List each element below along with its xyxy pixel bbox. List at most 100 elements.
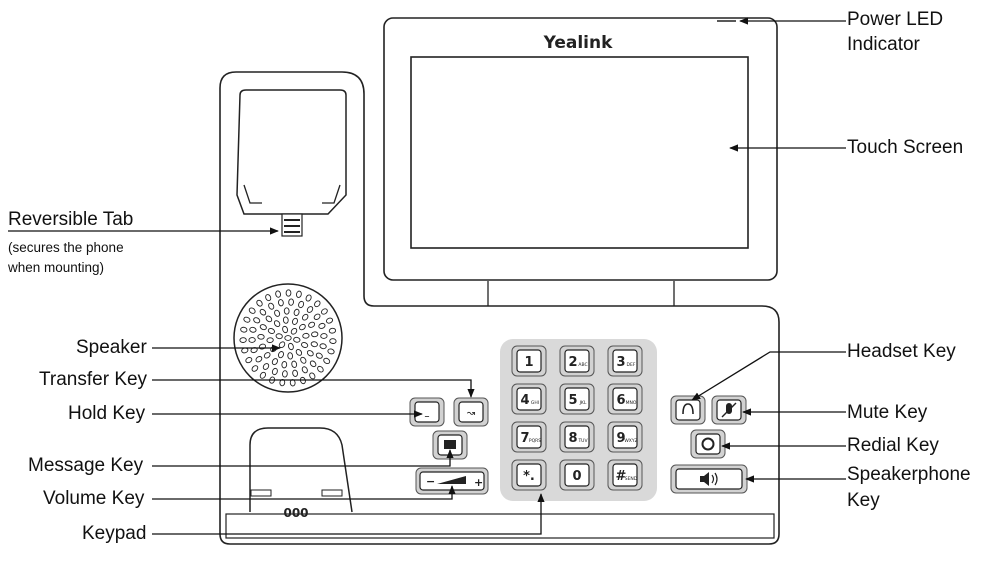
speaker-hole [328, 327, 337, 334]
speaker-hole [271, 358, 278, 366]
speaker-hole [282, 370, 288, 378]
label-speakerphone-2: Key [847, 490, 880, 511]
cradle-hook-left [243, 184, 262, 204]
keypad-key-letters: DEF [627, 362, 636, 368]
speaker-hole [257, 333, 265, 340]
speaker-hole [315, 352, 323, 359]
keypad-key-digit: 6 [616, 393, 625, 408]
speaker-hole [274, 309, 281, 317]
cradle-hook-right [322, 184, 341, 204]
keypad-key-letters: GHI [531, 400, 539, 406]
speaker-hole [281, 361, 288, 369]
label-headset-key: Headset Key [847, 341, 956, 362]
speaker-hole [293, 308, 300, 316]
speaker-hole [259, 371, 267, 379]
hold-key[interactable]: ߺ [409, 397, 445, 427]
message-key[interactable] [432, 430, 468, 460]
volume-ramp-icon [437, 476, 466, 484]
keypad-key[interactable]: *. [511, 459, 547, 491]
volume-plus: + [474, 476, 483, 489]
keypad-key-letters: TUV [577, 438, 588, 444]
volume-minus: − [426, 475, 435, 488]
callout-message [152, 449, 454, 467]
speaker-hole [248, 337, 256, 343]
label-reversible-tab: Reversible Tab [8, 209, 134, 230]
speaker-hole [284, 335, 292, 341]
touch-screen[interactable] [410, 56, 749, 249]
reversible-tab[interactable] [281, 213, 303, 237]
speaker-hole [275, 290, 281, 298]
callout-transfer [152, 379, 475, 398]
speaker-hole [282, 316, 289, 324]
label-touch-screen: Touch Screen [847, 137, 964, 158]
speaker-grille [233, 283, 343, 393]
keypad-key-letters: ABC [578, 362, 587, 368]
handset-cradle [236, 89, 347, 215]
speaker-hole [265, 315, 273, 323]
keypad-key-letters: SEND [625, 476, 638, 482]
label-reversible-tab-note-2: when mounting) [8, 260, 105, 275]
speaker-holes [239, 289, 337, 387]
callout-volume [152, 485, 456, 500]
speaker-hole [319, 343, 327, 350]
keypad-key-digit: # [616, 469, 627, 484]
hold-icon: ߺ [424, 407, 430, 420]
keypad-key-digit: 7 [520, 431, 529, 446]
speaker-hole [313, 313, 321, 320]
speaker-hole [267, 328, 275, 334]
keypad-key-letters: WXYZ [624, 438, 637, 444]
headset-icon [682, 403, 694, 415]
speaker-hole [239, 337, 247, 343]
callout-headset [691, 351, 846, 401]
keypad-key-digit: 5 [568, 393, 577, 408]
speaker-hole [259, 324, 267, 331]
speaker-hole [265, 294, 272, 302]
keypad-key[interactable]: #SEND [607, 459, 643, 491]
speaker-hole [285, 289, 292, 297]
brand-logo: Yealink [543, 33, 614, 53]
redial-key[interactable] [690, 429, 726, 459]
keypad-key-digit: 1 [524, 355, 533, 370]
speaker-hole [255, 356, 263, 363]
hook-tab-right [321, 489, 343, 497]
speaker-hole [256, 299, 263, 307]
callout-lines [8, 17, 846, 535]
mute-key[interactable] [711, 395, 747, 425]
keypad-key-digit: 8 [568, 431, 577, 446]
speaker-hole [287, 342, 294, 351]
speaker-hole [306, 350, 314, 357]
speaker-hole [271, 367, 278, 376]
speaker-hole [243, 316, 251, 323]
speakerphone-key[interactable] [670, 464, 748, 494]
speaker-hole [318, 322, 326, 329]
headset-key[interactable] [670, 395, 706, 425]
speaker-hole [311, 331, 319, 338]
transfer-icon: ↝ [466, 408, 475, 419]
volume-key[interactable]: − + [415, 467, 489, 495]
keypad-key-digit: 0 [572, 469, 581, 484]
speaker-hole [282, 325, 289, 334]
keypad-key[interactable]: 0 [559, 459, 595, 491]
speaker-hole [278, 299, 284, 307]
label-redial-key: Redial Key [847, 435, 939, 456]
speaker-hole [269, 376, 276, 384]
speaker-hole [251, 365, 259, 372]
speaker-hole [273, 320, 281, 327]
speaker-hole [314, 300, 321, 308]
keypad-key[interactable]: 1 [511, 345, 547, 377]
speaker-hole [248, 307, 256, 314]
speaker-hole [298, 300, 305, 309]
transfer-key[interactable]: ↝ [453, 397, 489, 427]
speaker-hole [327, 348, 335, 355]
speaker-hole [301, 313, 309, 321]
speaker-hole [291, 360, 298, 368]
